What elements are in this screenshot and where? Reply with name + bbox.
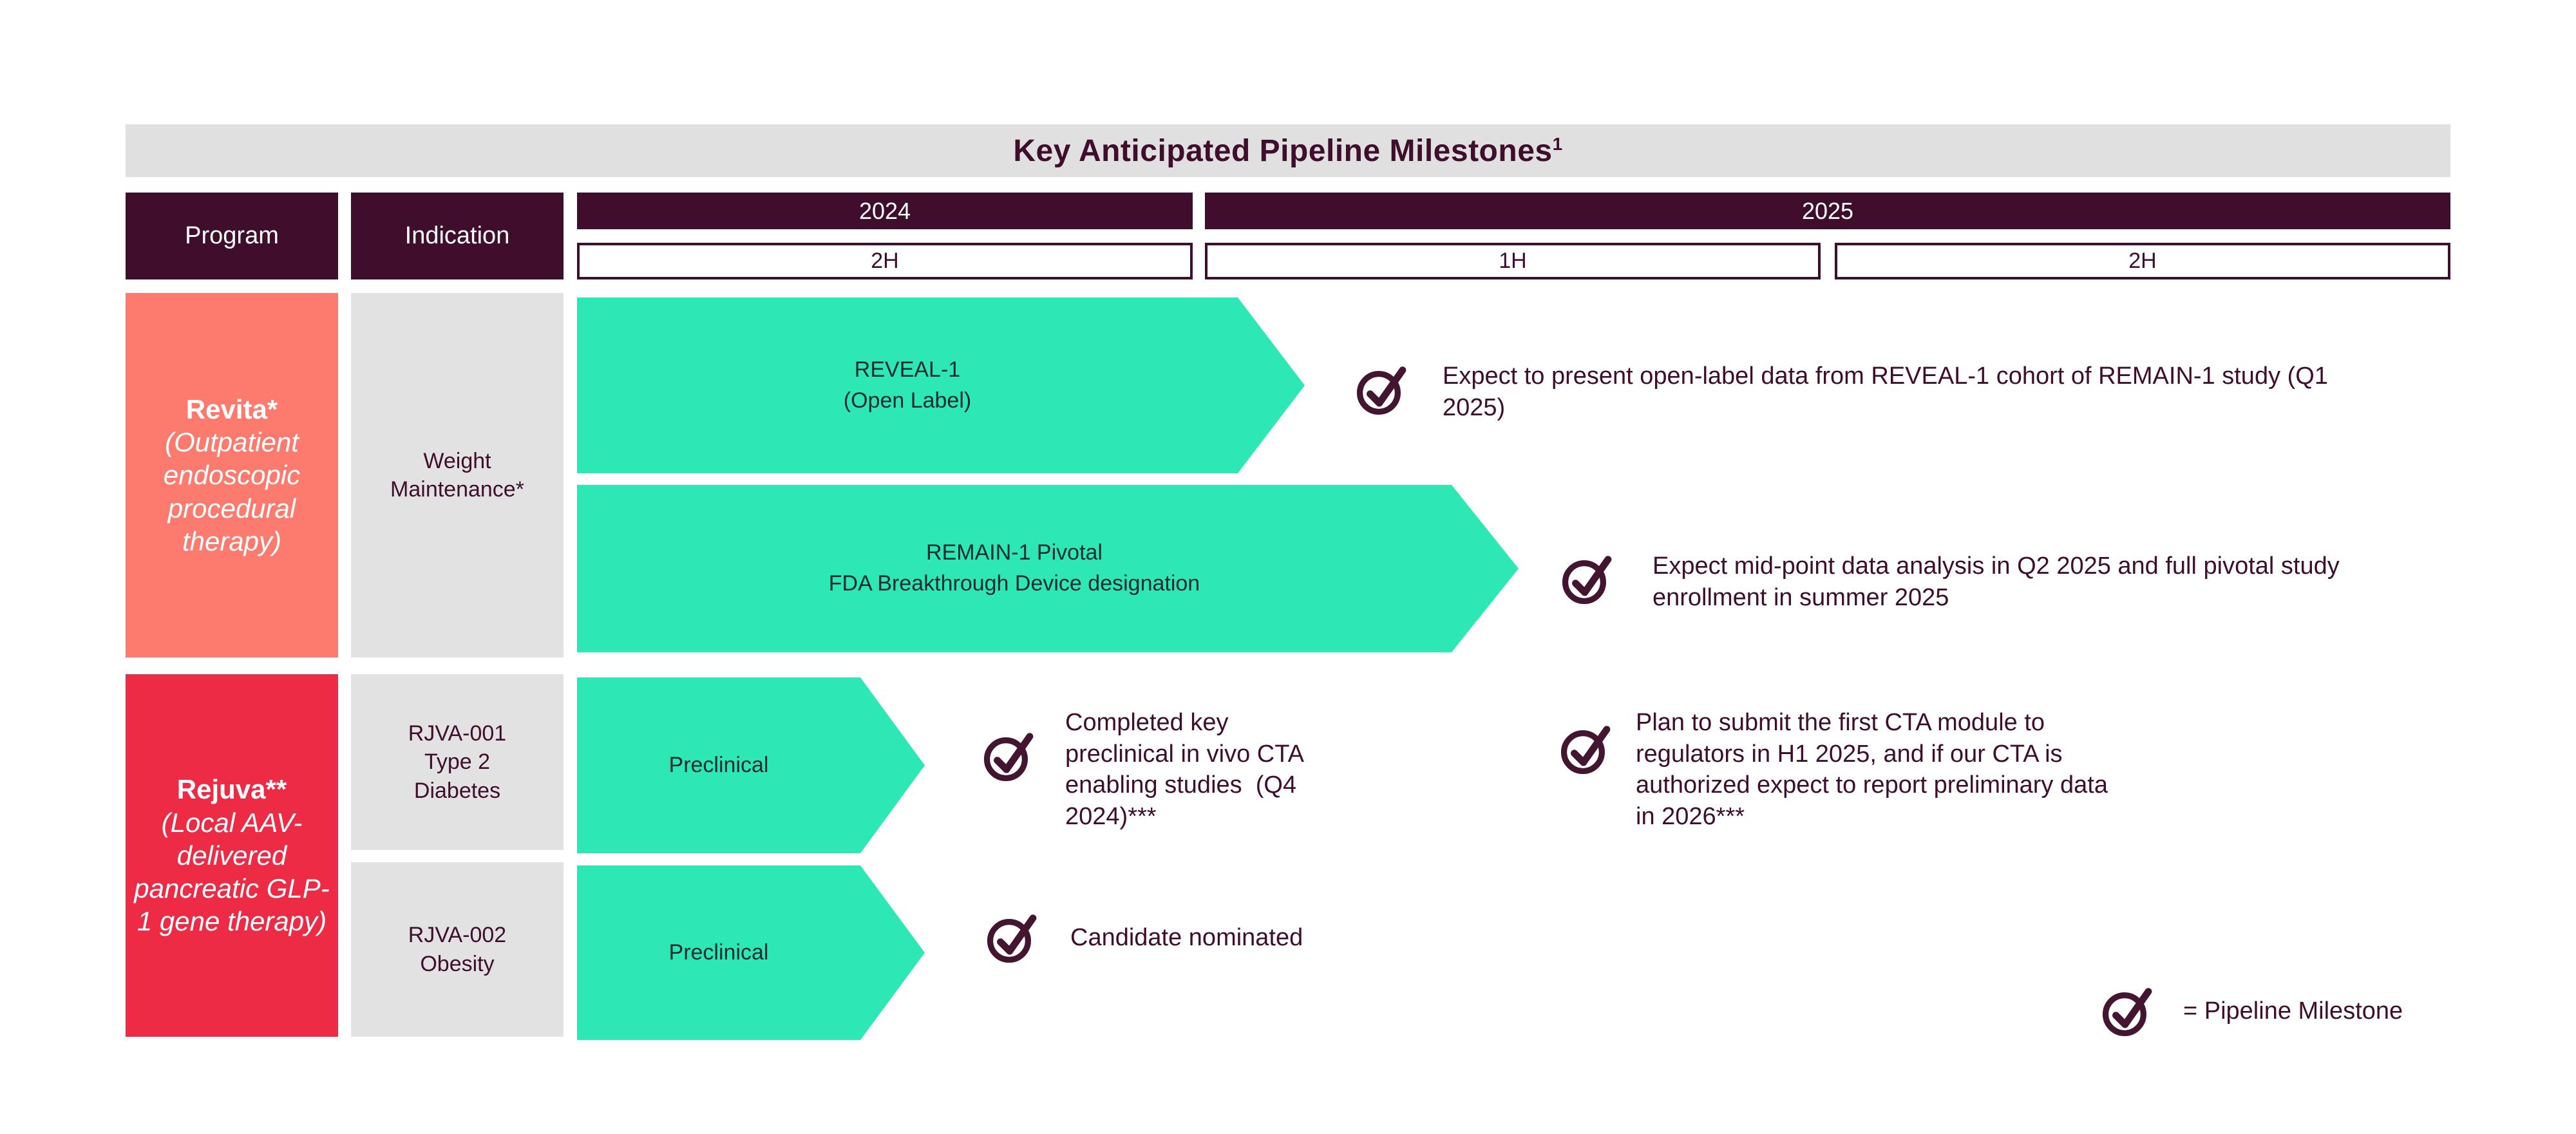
column-header-2024-2h: 2H <box>577 243 1193 279</box>
indication-weight-maintenance-label: Weight Maintenance* <box>390 448 524 502</box>
milestone-text: Expect to present open-label data from R… <box>1443 363 2335 421</box>
column-header-indication: Indication <box>351 193 564 279</box>
stage-arrow-remain1: REMAIN-1 Pivotal FDA Breakthrough Device… <box>577 485 1519 652</box>
year-2024-label: 2024 <box>858 197 911 224</box>
stage-arrow-reveal1-subtitle: (Open Label) <box>843 388 972 413</box>
2025-1h-label: 1H <box>1499 249 1527 273</box>
stage-arrow-remain1-title: REMAIN-1 Pivotal <box>926 540 1103 565</box>
program-rejuva-name: Rejuva** <box>176 774 287 805</box>
program-cell-rejuva: Rejuva** (Local AAV-delivered pancreatic… <box>126 674 338 1037</box>
stage-arrow-reveal1-title: REVEAL-1 <box>854 357 961 382</box>
year-2025-label: 2025 <box>1801 197 1854 224</box>
program-rejuva-description: (Local AAV-delivered pancreatic GLP-1 ge… <box>134 807 330 937</box>
stage-arrow-rjva002-preclinical: Preclinical <box>577 865 925 1040</box>
column-header-2025-2h: 2H <box>1835 243 2450 279</box>
program-cell-revita: Revita* (Outpatient endoscopic procedura… <box>126 293 338 657</box>
milestone-check-icon <box>2101 984 2155 1038</box>
page-title-footnote-marker: 1 <box>1552 133 1563 154</box>
stage-arrow-rjva001-preclinical: Preclinical <box>577 677 925 853</box>
indication-rjva001-label: RJVA-001 Type 2 Diabetes <box>408 721 507 803</box>
milestone-text: Candidate nominated <box>1070 924 1303 951</box>
stage-arrow-reveal1: REVEAL-1 (Open Label) <box>577 298 1305 473</box>
column-header-year-2024: 2024 <box>577 193 1193 229</box>
milestone-check-icon <box>1559 722 1613 776</box>
milestone-text: Expect mid-point data analysis in Q2 202… <box>1653 553 2347 611</box>
indication-cell-rjva002: RJVA-002 Obesity <box>351 862 564 1037</box>
2024-2h-label: 2H <box>871 249 899 273</box>
program-revita-name: Revita* <box>185 393 278 424</box>
column-header-indication-label: Indication <box>404 222 510 249</box>
column-header-2025-1h: 1H <box>1205 243 1821 279</box>
column-header-program: Program <box>126 193 338 279</box>
milestone-text: Completed key preclinical in vivo CTA en… <box>1065 709 1310 830</box>
2025-2h-label: 2H <box>2128 249 2157 273</box>
milestone-check-icon <box>1560 552 1615 606</box>
indication-cell-rjva001: RJVA-001 Type 2 Diabetes <box>351 674 564 850</box>
indication-rjva002-label: RJVA-002 Obesity <box>408 923 507 976</box>
stage-arrow-rjva001-label: Preclinical <box>668 752 769 777</box>
legend-label: = Pipeline Milestone <box>2183 997 2403 1025</box>
milestone-check-icon <box>1355 363 1409 417</box>
stage-arrow-rjva002-label: Preclinical <box>668 940 769 965</box>
page-title: Key Anticipated Pipeline Milestones1 <box>1013 133 1562 169</box>
milestone-text: Plan to submit the first CTA module to r… <box>1636 709 2115 830</box>
indication-cell-weight-maintenance: Weight Maintenance* <box>351 293 564 657</box>
milestone-check-icon <box>985 911 1039 965</box>
page-title-text: Key Anticipated Pipeline Milestones <box>1013 133 1553 168</box>
stage-arrow-remain1-subtitle: FDA Breakthrough Device designation <box>828 571 1200 596</box>
column-header-year-2025: 2025 <box>1205 193 2450 229</box>
milestone-check-icon <box>982 729 1036 783</box>
title-bar: Key Anticipated Pipeline Milestones1 <box>126 124 2450 177</box>
program-revita-description: (Outpatient endoscopic procedural therap… <box>163 427 301 556</box>
column-header-program-label: Program <box>185 222 279 249</box>
